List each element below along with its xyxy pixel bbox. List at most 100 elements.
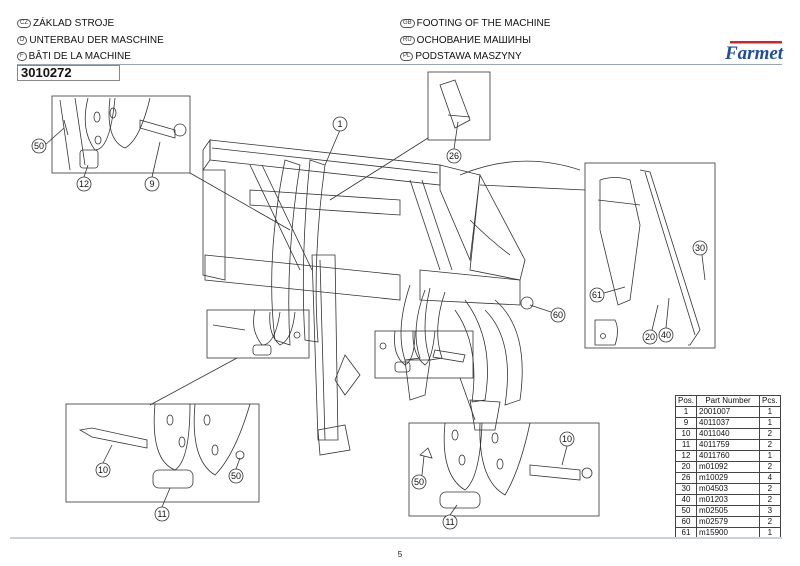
header-divider [17, 64, 782, 65]
cell-part-number: 4011040 [696, 428, 761, 440]
header-pcs: Pcs. [759, 395, 781, 407]
svg-text:60: 60 [553, 310, 563, 320]
cell-pcs: 3 [759, 505, 781, 517]
title-gb: GB FOOTING OF THE MACHINE [400, 18, 550, 29]
callout-50-bottom-right: 50 [411, 455, 427, 490]
callout-50-bottom-left: 50 [228, 457, 244, 484]
lang-badge-f: F [17, 52, 27, 61]
callout-12: 12 [76, 164, 92, 192]
header-pos: Pos. [674, 395, 698, 407]
svg-text:12: 12 [79, 179, 89, 189]
cell-pos: 50 [674, 505, 698, 517]
title-ru: RU ОСНОВАНИЕ МАШИНЫ [400, 35, 531, 46]
cell-part-number: m02579 [696, 516, 761, 528]
svg-text:50: 50 [414, 477, 424, 487]
lang-badge-ru: RU [400, 36, 415, 45]
cell-pcs: 4 [759, 472, 781, 484]
svg-text:1: 1 [337, 119, 342, 129]
lang-badge-pl: PL [400, 52, 414, 61]
inset-bottom-left [65, 403, 260, 503]
callout-10-right: 10 [559, 431, 575, 466]
cell-pos: 9 [674, 417, 698, 429]
cell-pcs: 2 [759, 461, 781, 473]
svg-text:20: 20 [645, 332, 655, 342]
cell-part-number: m10029 [696, 472, 761, 484]
title-pl: PL PODSTAWA MASZYNY [400, 51, 522, 62]
cell-pcs: 2 [759, 483, 781, 495]
title-text-ru: ОСНОВАНИЕ МАШИНЫ [416, 35, 531, 46]
title-text-f: BÂTI DE LA MACHINE [28, 51, 131, 62]
title-f: F BÂTI DE LA MACHINE [17, 51, 131, 62]
svg-text:26: 26 [449, 151, 459, 161]
inset-middle-left [149, 309, 310, 406]
svg-text:10: 10 [98, 465, 108, 475]
cell-part-number: m01092 [696, 461, 761, 473]
cell-pos: 30 [674, 483, 698, 495]
cell-pos: 20 [674, 461, 698, 473]
logo-text: Farmet [724, 43, 784, 63]
cell-pcs: 1 [759, 417, 781, 429]
machine-frame [202, 138, 581, 306]
callout-50-top-left: 50 [31, 127, 65, 154]
title-d: D UNTERBAU DER MASCHINE [17, 35, 164, 46]
hub-60 [520, 296, 534, 310]
title-cz: CZ ZÁKLAD STROJE [17, 18, 114, 29]
cell-pcs: 2 [759, 439, 781, 451]
callout-61: 61 [589, 286, 626, 303]
cell-part-number: m04503 [696, 483, 761, 495]
cell-pos: 26 [674, 472, 698, 484]
svg-text:50: 50 [34, 141, 44, 151]
svg-text:30: 30 [695, 243, 705, 253]
inset-right-61 [479, 162, 716, 349]
cell-part-number: 4011759 [696, 439, 761, 451]
callout-11-right: 11 [442, 504, 458, 530]
title-text-pl: PODSTAWA MASZYNY [415, 51, 522, 62]
title-text-cz: ZÁKLAD STROJE [33, 18, 115, 29]
inset-middle-right [374, 330, 476, 421]
lang-badge-gb: GB [400, 19, 415, 28]
svg-text:10: 10 [562, 434, 572, 444]
cell-part-number: 2001007 [696, 406, 761, 418]
inset-top-left [51, 95, 291, 231]
callout-1: 1 [324, 116, 348, 166]
page-number: 5 [397, 550, 403, 559]
cell-pos: 11 [674, 439, 698, 451]
cell-pcs: 2 [759, 428, 781, 440]
callout-30: 30 [692, 240, 708, 281]
callout-9: 9 [144, 141, 161, 192]
callout-11-left: 11 [154, 487, 171, 522]
cell-part-number: m02505 [696, 505, 761, 517]
svg-text:40: 40 [661, 330, 671, 340]
callouts: 1 9 10 10 11 11 12 20 26 30 40 50 50 50 … [31, 116, 708, 530]
logo-bar [730, 41, 782, 44]
header-part-number: Part Number [696, 395, 761, 407]
assembly-code: 3010272 [17, 65, 120, 81]
cell-part-number: 4011037 [696, 417, 761, 429]
title-text-gb: FOOTING OF THE MACHINE [416, 18, 551, 29]
svg-text:50: 50 [231, 471, 241, 481]
svg-text:61: 61 [592, 290, 602, 300]
callout-60: 60 [529, 304, 566, 323]
cell-pcs: 1 [759, 406, 781, 418]
farmet-logo: Farmet [724, 41, 784, 63]
cell-pcs: 2 [759, 494, 781, 506]
callout-40: 40 [658, 297, 674, 343]
tines [334, 284, 534, 431]
title-text-d: UNTERBAU DER MASCHINE [29, 35, 164, 46]
callout-10-left: 10 [95, 444, 113, 478]
inset-bolt-26 [329, 71, 491, 201]
lang-badge-d: D [17, 36, 28, 45]
cell-pos: 1 [674, 406, 698, 418]
svg-text:9: 9 [149, 179, 154, 189]
cell-pos: 12 [674, 450, 698, 462]
